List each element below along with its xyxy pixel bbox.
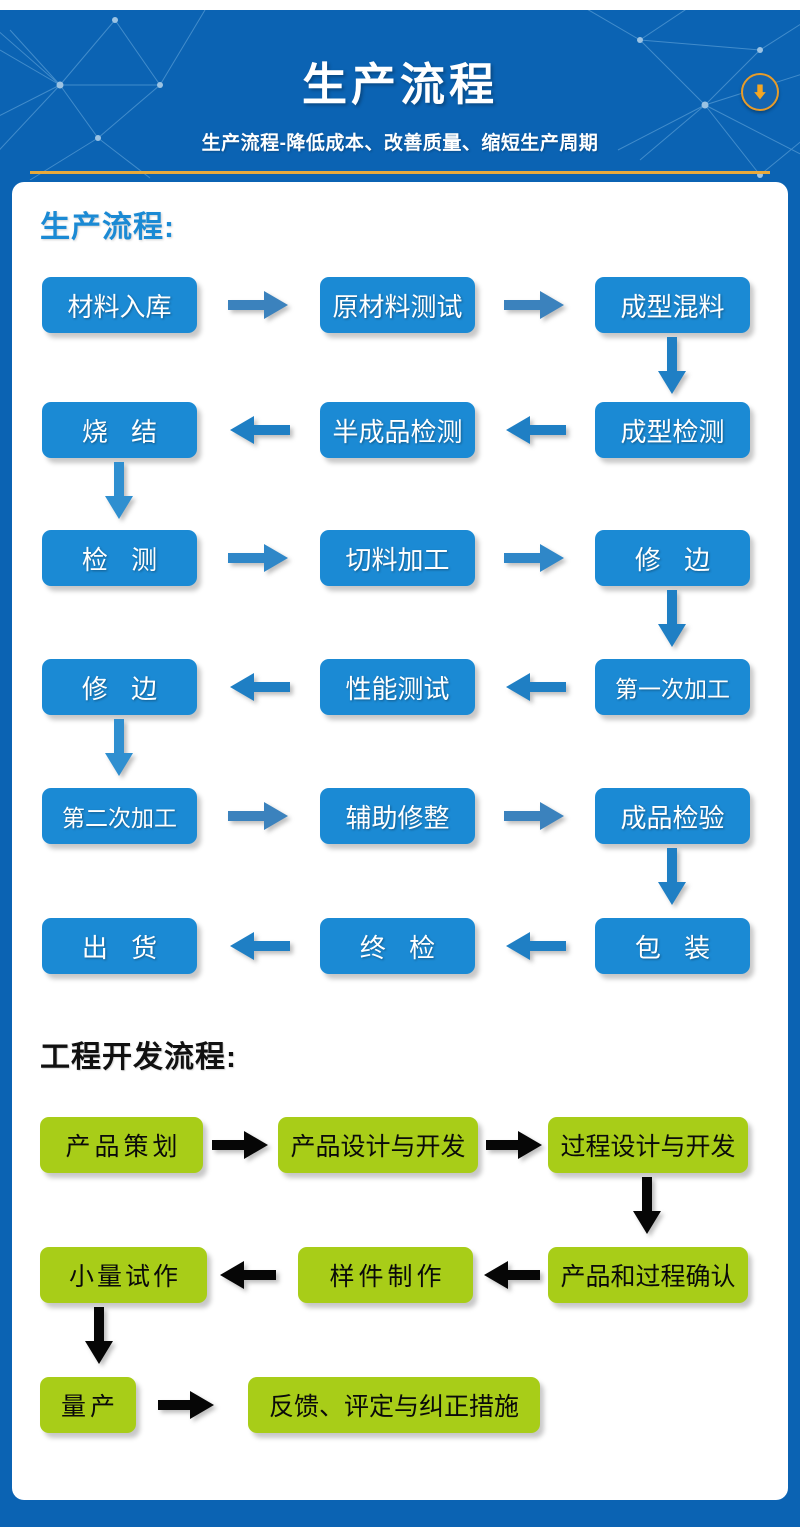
- page-title: 生产流程: [301, 59, 498, 110]
- arrow-down-glyph: [754, 84, 766, 100]
- node-second-machining[interactable]: 第二次加工: [42, 788, 197, 844]
- node-sample-production[interactable]: 样件制作: [298, 1247, 473, 1303]
- arrow-left-icon: [230, 932, 290, 960]
- node-performance-test[interactable]: 性能测试: [320, 659, 475, 715]
- section-heading-production: 生产流程:: [40, 211, 175, 244]
- arrow-left-icon: [220, 1261, 276, 1289]
- content-card: 生产流程: 材料入库 原材料测试 成型混料 成型检测 半成品检测 烧 结 检 测…: [12, 182, 788, 1500]
- node-semifinished-inspection[interactable]: 半成品检测: [320, 402, 475, 458]
- node-mass-production[interactable]: 量产: [40, 1377, 136, 1433]
- arrow-right-icon: [228, 291, 288, 319]
- node-cutting-processing[interactable]: 切料加工: [320, 530, 475, 586]
- arrow-down-icon: [105, 462, 133, 519]
- node-trimming-1[interactable]: 修 边: [595, 530, 750, 586]
- arrow-down-icon: [658, 848, 686, 905]
- node-auxiliary-finishing[interactable]: 辅助修整: [320, 788, 475, 844]
- node-shipping[interactable]: 出 货: [42, 918, 197, 974]
- node-process-design-development[interactable]: 过程设计与开发: [548, 1117, 748, 1173]
- page-header: 生产流程 生产流程-降低成本、改善质量、缩短生产周期: [0, 10, 800, 180]
- section-heading-engineering: 工程开发流程:: [40, 1041, 237, 1074]
- node-trimming-2[interactable]: 修 边: [42, 659, 197, 715]
- arrow-left-icon: [506, 416, 566, 444]
- page-subtitle: 生产流程-降低成本、改善质量、缩短生产周期: [201, 133, 599, 154]
- node-small-batch-trial[interactable]: 小量试作: [40, 1247, 207, 1303]
- arrow-left-icon: [230, 416, 290, 444]
- arrow-down-icon: [105, 719, 133, 776]
- node-product-planning[interactable]: 产品策划: [40, 1117, 203, 1173]
- node-packaging[interactable]: 包 装: [595, 918, 750, 974]
- arrow-left-icon: [506, 932, 566, 960]
- node-forming-inspection[interactable]: 成型检测: [595, 402, 750, 458]
- arrow-down-icon: [658, 590, 686, 647]
- node-inspection[interactable]: 检 测: [42, 530, 197, 586]
- node-feedback-assessment-corrective[interactable]: 反馈、评定与纠正措施: [248, 1377, 540, 1433]
- arrow-right-icon: [212, 1131, 268, 1159]
- node-raw-material-test[interactable]: 原材料测试: [320, 277, 475, 333]
- node-final-check[interactable]: 终 检: [320, 918, 475, 974]
- node-material-inbound[interactable]: 材料入库: [42, 277, 197, 333]
- circle-arrow-down-icon[interactable]: [741, 73, 779, 111]
- node-sintering[interactable]: 烧 结: [42, 402, 197, 458]
- node-forming-mixing[interactable]: 成型混料: [595, 277, 750, 333]
- arrow-right-icon: [486, 1131, 542, 1159]
- arrow-right-icon: [228, 802, 288, 830]
- arrow-down-icon: [85, 1307, 113, 1364]
- arrow-right-icon: [504, 291, 564, 319]
- node-product-design-development[interactable]: 产品设计与开发: [278, 1117, 478, 1173]
- arrow-down-icon: [658, 337, 686, 394]
- arrow-right-icon: [504, 544, 564, 572]
- arrow-left-icon: [230, 673, 290, 701]
- arrow-right-icon: [228, 544, 288, 572]
- arrow-left-icon: [484, 1261, 540, 1289]
- header-divider: [30, 171, 770, 174]
- node-final-product-inspection[interactable]: 成品检验: [595, 788, 750, 844]
- node-first-machining[interactable]: 第一次加工: [595, 659, 750, 715]
- node-product-process-validation[interactable]: 产品和过程确认: [548, 1247, 748, 1303]
- arrow-right-icon: [504, 802, 564, 830]
- arrow-right-icon: [158, 1391, 214, 1419]
- arrow-down-icon: [633, 1177, 661, 1234]
- arrow-left-icon: [506, 673, 566, 701]
